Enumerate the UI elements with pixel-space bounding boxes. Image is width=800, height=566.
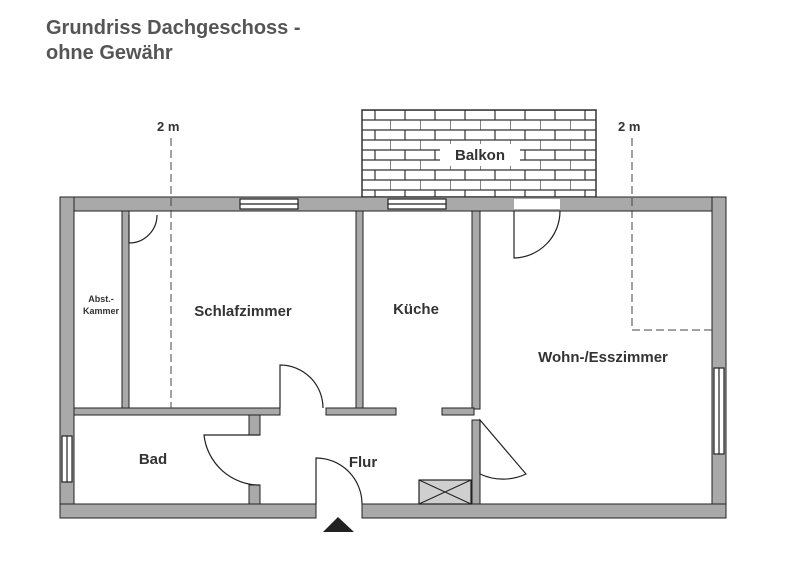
wall-bedroom-bath bbox=[73, 407, 281, 416]
balcony-door-opening bbox=[514, 199, 560, 209]
wall-right bbox=[711, 196, 727, 519]
door-balcony bbox=[513, 210, 561, 259]
wall-kitchen-living-lower bbox=[471, 419, 481, 505]
room-label-bedroom: Schlafzimmer bbox=[194, 303, 292, 320]
wall-bath-hall-lower bbox=[248, 484, 261, 505]
balcony-label-bg bbox=[440, 144, 520, 166]
room-label-bath: Bad bbox=[139, 451, 167, 468]
wall-storage bbox=[121, 210, 130, 409]
door-living bbox=[479, 418, 527, 480]
door-storage bbox=[128, 214, 158, 244]
door-entrance bbox=[315, 457, 363, 505]
wall-hall-kitchen bbox=[325, 407, 397, 416]
doors bbox=[128, 210, 561, 505]
plan-title-line1: Grundriss Dachgeschoss - bbox=[46, 17, 301, 39]
wall-bottom-left bbox=[59, 503, 317, 519]
balcony-label: Balkon bbox=[455, 147, 505, 164]
wall-bedroom-kitchen bbox=[355, 210, 364, 410]
shaft bbox=[418, 479, 472, 505]
wall-hall-kitchen-right bbox=[441, 407, 475, 416]
windows bbox=[61, 198, 725, 483]
roof-slope-lines bbox=[170, 138, 712, 408]
room-label-storage-line2: Kammer bbox=[83, 306, 120, 316]
interior-walls bbox=[73, 210, 481, 505]
room-label-storage-line1: Abst.- bbox=[88, 294, 114, 304]
room-label-kitchen: Küche bbox=[393, 301, 439, 318]
wall-bath-hall-upper bbox=[248, 414, 261, 436]
dimension-right: 2 m bbox=[618, 119, 640, 134]
door-bedroom bbox=[279, 364, 324, 409]
plan-title-line2: ohne Gewähr bbox=[46, 42, 173, 64]
room-label-living: Wohn-/Esszimmer bbox=[538, 349, 668, 366]
wall-bottom-right bbox=[361, 503, 727, 519]
wall-kitchen-living-upper bbox=[471, 210, 481, 410]
entrance-arrow-icon bbox=[323, 517, 354, 532]
dimension-left: 2 m bbox=[157, 119, 179, 134]
room-label-hall: Flur bbox=[349, 454, 377, 471]
door-bath bbox=[203, 434, 261, 486]
